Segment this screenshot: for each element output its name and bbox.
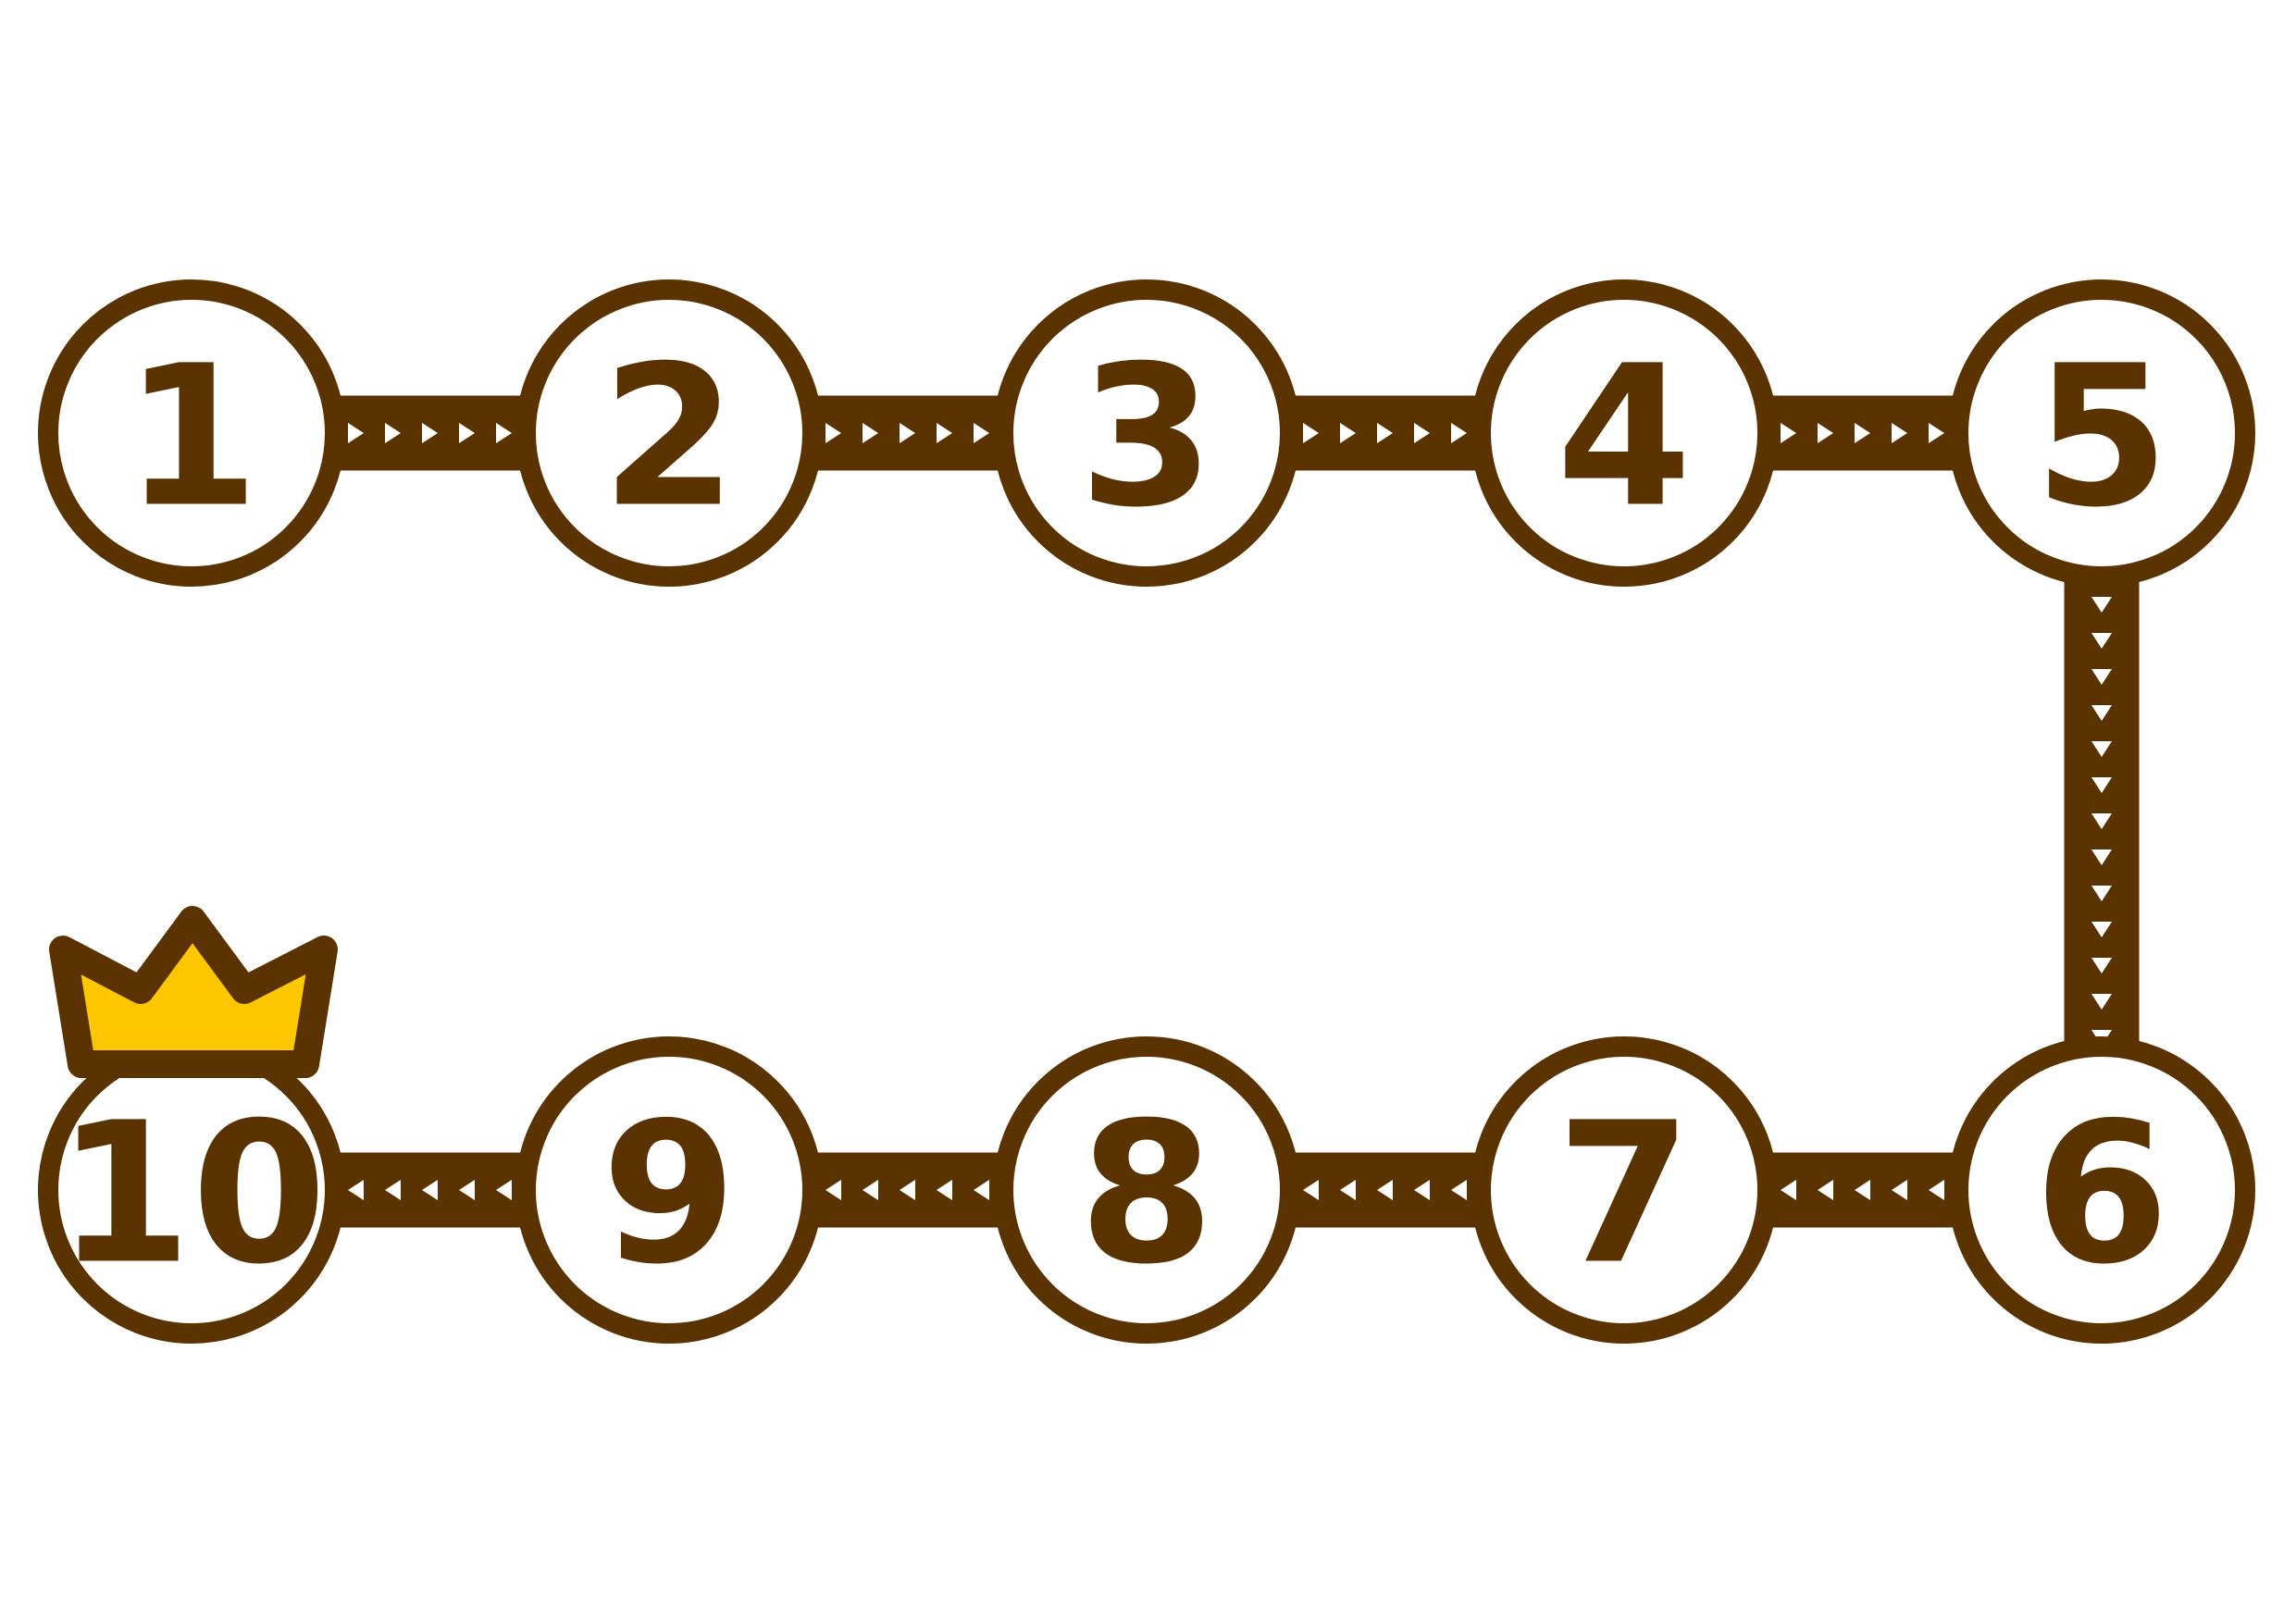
arrow-right-icon <box>1818 423 1833 443</box>
node-circle <box>1471 1036 1778 1344</box>
nodes: 1 2 3 4 5 6 7 8 9 10 <box>38 279 2255 1344</box>
node-circle <box>1471 279 1778 587</box>
arrow-right-icon <box>496 423 512 443</box>
arrow-right-icon <box>459 423 475 443</box>
arrow-left-icon <box>1377 1180 1393 1200</box>
arrow-left-icon <box>348 1180 364 1200</box>
arrow-right-icon <box>348 423 364 443</box>
arrow-left-icon <box>863 1180 878 1200</box>
arrow-right-icon <box>825 423 841 443</box>
node-circle <box>515 279 823 587</box>
node-number: 9 <box>602 1081 737 1308</box>
node-6: 6 <box>1948 1036 2255 1344</box>
arrow-down-icon <box>2091 741 2112 757</box>
node-7: 7 <box>1471 1036 1778 1344</box>
arrow-right-icon <box>1414 423 1430 443</box>
node-number: 1 <box>124 324 259 551</box>
arrow-left-icon <box>496 1180 512 1200</box>
arrow-right-icon <box>1855 423 1870 443</box>
arrow-right-icon <box>1340 423 1356 443</box>
arrow-left-icon <box>974 1180 989 1200</box>
arrow-left-icon <box>1451 1180 1467 1200</box>
arrow-down-icon <box>2091 849 2112 865</box>
arrow-left-icon <box>1929 1180 1944 1200</box>
arrow-down-icon <box>2091 633 2112 649</box>
arrow-down-icon <box>2091 886 2112 901</box>
arrow-left-icon <box>1414 1180 1430 1200</box>
arrow-right-icon <box>974 423 989 443</box>
node-number: 3 <box>1079 324 1214 551</box>
node-8: 8 <box>993 1036 1300 1344</box>
node-number: 10 <box>56 1081 327 1308</box>
arrow-left-icon <box>1303 1180 1319 1200</box>
arrow-down-icon <box>2091 705 2112 721</box>
arrow-left-icon <box>459 1180 475 1200</box>
crown-icon <box>49 906 338 1078</box>
arrow-right-icon <box>1892 423 1907 443</box>
node-4: 4 <box>1471 279 1778 587</box>
arrow-left-icon <box>825 1180 841 1200</box>
arrow-left-icon <box>1781 1180 1796 1200</box>
arrow-left-icon <box>1340 1180 1356 1200</box>
arrow-down-icon <box>2091 669 2112 685</box>
arrow-left-icon <box>900 1180 915 1200</box>
node-number: 8 <box>1079 1081 1214 1308</box>
arrow-right-icon <box>1377 423 1393 443</box>
node-circle <box>993 1036 1300 1344</box>
arrow-left-icon <box>385 1180 401 1200</box>
node-number: 2 <box>602 324 737 551</box>
arrow-right-icon <box>1929 423 1944 443</box>
arrow-right-icon <box>1303 423 1319 443</box>
arrow-right-icon <box>863 423 878 443</box>
arrow-right-icon <box>900 423 915 443</box>
arrow-left-icon <box>422 1180 438 1200</box>
arrow-down-icon <box>2091 922 2112 937</box>
node-9: 9 <box>515 1036 823 1344</box>
node-3: 3 <box>993 279 1300 587</box>
node-10: 10 <box>38 1036 345 1344</box>
arrow-down-icon <box>2091 597 2112 613</box>
node-number: 7 <box>1557 1081 1692 1308</box>
arrow-right-icon <box>385 423 401 443</box>
node-circle <box>38 279 345 587</box>
node-2: 2 <box>515 279 823 587</box>
node-circle <box>993 279 1300 587</box>
arrow-right-icon <box>1781 423 1796 443</box>
arrow-down-icon <box>2091 813 2112 829</box>
node-circle <box>515 1036 823 1344</box>
node-circle <box>1948 279 2255 587</box>
node-5: 5 <box>1948 279 2255 587</box>
arrow-down-icon <box>2091 994 2112 1010</box>
node-1: 1 <box>38 279 345 587</box>
arrow-left-icon <box>1855 1180 1870 1200</box>
arrow-down-icon <box>2091 777 2112 793</box>
arrow-right-icon <box>422 423 438 443</box>
node-number: 5 <box>2034 324 2169 551</box>
arrow-left-icon <box>937 1180 952 1200</box>
arrow-left-icon <box>1818 1180 1833 1200</box>
node-circle <box>1948 1036 2255 1344</box>
arrow-down-icon <box>2091 958 2112 973</box>
node-number: 4 <box>1557 324 1692 551</box>
arrow-right-icon <box>1451 423 1467 443</box>
node-number: 6 <box>2034 1081 2169 1308</box>
arrow-right-icon <box>937 423 952 443</box>
arrow-left-icon <box>1892 1180 1907 1200</box>
